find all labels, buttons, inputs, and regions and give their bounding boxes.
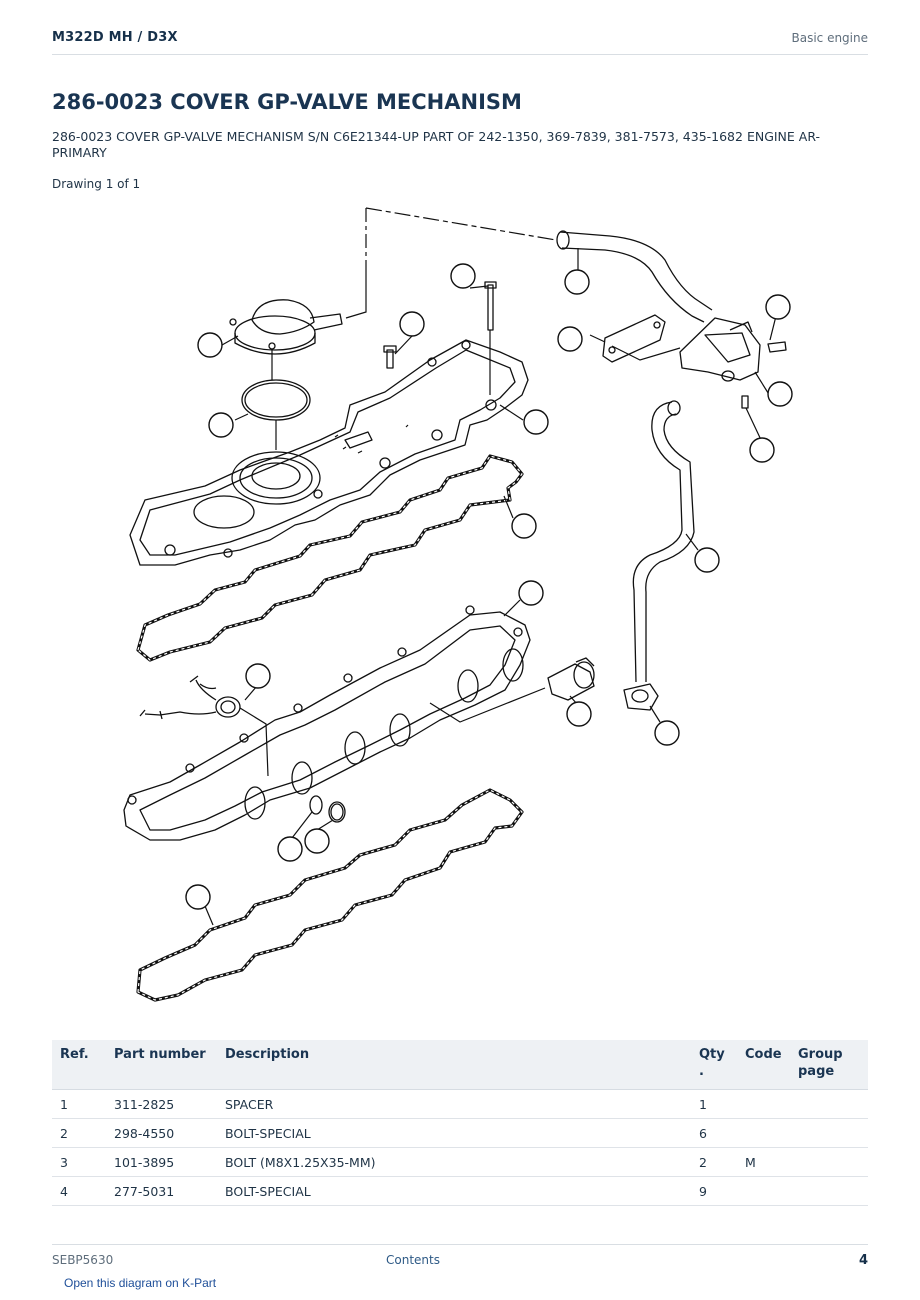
col-code: Code [737,1040,790,1090]
sensor-harness-part [139,675,269,777]
row-qty: 1 [691,1089,737,1119]
tube-adaptor-part [547,657,595,701]
bracket-part [602,314,681,363]
page-header: M322D MH / D3X Basic engine [52,28,868,55]
table-row: 2 298-4550 BOLT-SPECIAL 6 [52,1118,868,1148]
contents-link[interactable]: Contents [386,1253,440,1267]
row-part-number: 277-5031 [106,1176,217,1206]
table-row: 4 277-5031 BOLT-SPECIAL 9 [52,1176,868,1206]
col-qty: Qty . [691,1040,737,1090]
page-footer: SEBP5630 Contents 4 [52,1244,868,1268]
table-row: 3 101-3895 BOLT (M8X1.25X35-MM) 2 M [52,1147,868,1177]
model-title: M322D MH / D3X [52,30,178,45]
col-part-number: Part number [106,1040,217,1090]
callout-markers [185,263,793,910]
row-group-page [790,1118,868,1148]
row-qty: 2 [691,1147,737,1177]
row-part-number: 311-2825 [106,1089,217,1119]
table-row: 1 311-2825 SPACER 1 [52,1089,868,1119]
row-description: BOLT (M8X1.25X35-MM) [217,1147,691,1177]
bolt-part [383,281,497,395]
row-ref: 1 [52,1089,106,1119]
doc-id: SEBP5630 [52,1253,114,1267]
row-code [737,1089,790,1119]
page-number: 4 [858,1253,868,1268]
col-ref: Ref. [52,1040,106,1090]
open-k-part-link[interactable]: Open this diagram on K-Part [64,1276,217,1290]
lower-gasket-part [136,788,524,1002]
spacer-housing-part [123,605,546,841]
row-ref: 2 [52,1118,106,1148]
exploded-parts-diagram [123,207,793,1002]
row-ref: 3 [52,1147,106,1177]
row-part-number: 298-4550 [106,1118,217,1148]
parts-table: Ref. Part number Description Qty . Code … [52,1040,868,1206]
breather-hose-part [556,230,713,323]
row-description: SPACER [217,1089,691,1119]
row-code: M [737,1147,790,1177]
breather-cap-part [229,299,343,380]
section-label: Basic engine [791,31,868,45]
row-description: BOLT-SPECIAL [217,1118,691,1148]
row-group-page [790,1147,868,1177]
drain-tube-part [623,400,695,711]
page-title: 286-0023 COVER GP-VALVE MECHANISM [52,90,522,114]
row-description: BOLT-SPECIAL [217,1176,691,1206]
row-group-page [790,1089,868,1119]
parts-table-header: Ref. Part number Description Qty . Code … [52,1040,868,1090]
row-ref: 4 [52,1176,106,1206]
row-qty: 9 [691,1176,737,1206]
col-description: Description [217,1040,691,1090]
valve-cover-part [129,339,529,566]
row-code [737,1176,790,1206]
valve-block-part [679,317,787,409]
page-subtitle: 286-0023 COVER GP-VALVE MECHANISM S/N C6… [52,129,821,160]
row-qty: 6 [691,1118,737,1148]
row-code [737,1118,790,1148]
row-part-number: 101-3895 [106,1147,217,1177]
upper-gasket-part [136,454,524,662]
col-group-page: Group page [790,1040,868,1090]
row-group-page [790,1176,868,1206]
drawing-label: Drawing 1 of 1 [52,177,141,191]
